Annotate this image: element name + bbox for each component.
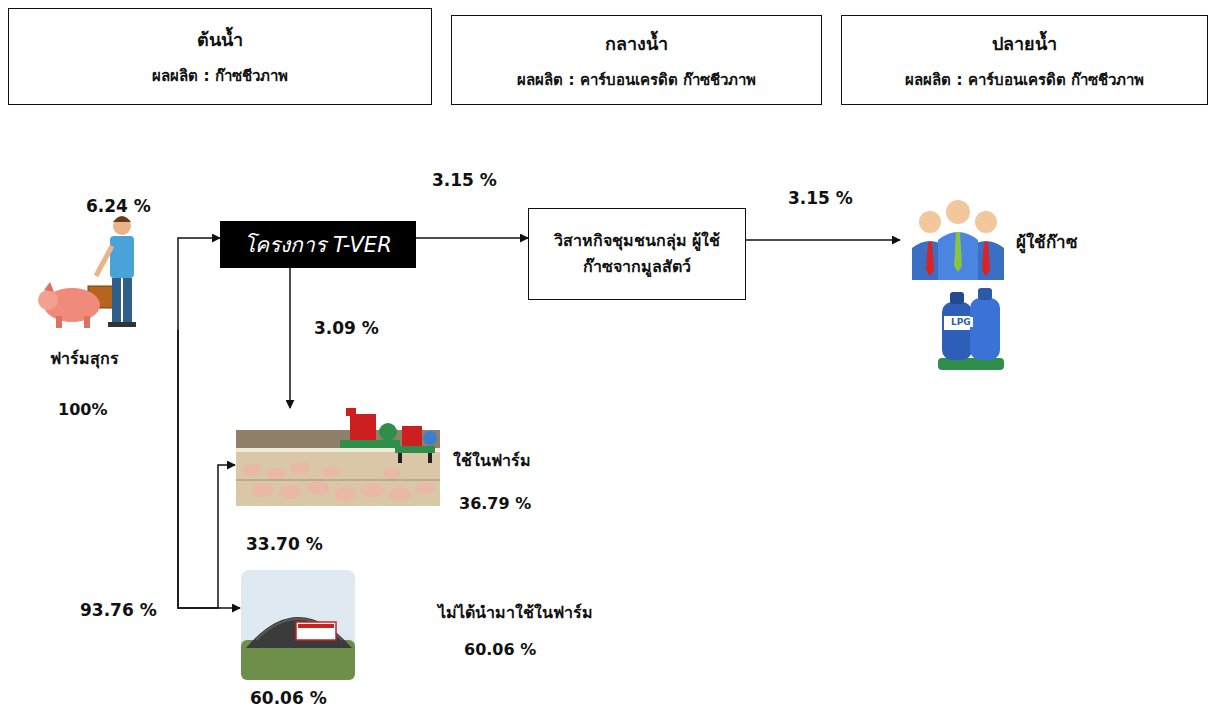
unused-gas-node: ไม่ได้นำมาใช้ในฟาร์ม 60.06 % <box>240 568 640 680</box>
node-text: 36.79 % <box>459 494 531 513</box>
stage-box: กลางน้ำผลผลิต : คาร์บอนเครดิต ก๊าซชีวภาพ <box>451 15 822 105</box>
stage-box: ต้นน้ำผลผลิต : ก๊าซชีวภาพ <box>8 8 432 105</box>
flow-arrow <box>746 239 900 241</box>
flow-percentage: 6.24 % <box>84 196 153 216</box>
flow-percentage: 33.70 % <box>244 534 325 554</box>
lpg-cylinder-icon <box>938 288 1004 370</box>
node-text: ผลผลิต : ก๊าซชีวภาพ <box>152 64 287 88</box>
flow-percentage: 60.06 % <box>248 688 329 708</box>
node-title: ผู้ใช้ก๊าซ <box>1016 228 1078 255</box>
node-text: ผลผลิต : คาร์บอนเครดิต ก๊าซชีวภาพ <box>905 68 1144 92</box>
process-box: วิสาหกิจชุมชนกลุ่ม ผู้ใช้ก๊าซจากมูลสัตว์ <box>528 208 746 300</box>
flow-percentage: 3.15 % <box>430 170 499 190</box>
flow-arrow <box>178 238 220 330</box>
flow-percentage: 3.09 % <box>312 318 381 338</box>
node-title: โครงการ T-VER <box>244 228 391 261</box>
project-box: โครงการ T-VER <box>220 221 416 268</box>
flow-arrow <box>289 268 291 408</box>
pig-farmer-icon <box>38 216 136 328</box>
farm-use-node: ใช้ในฟาร์ม 36.79 % <box>235 408 575 530</box>
node-text: ผลผลิต : คาร์บอนเครดิต ก๊าซชีวภาพ <box>517 68 756 92</box>
node-title: ใช้ในฟาร์ม <box>453 448 531 473</box>
flow-arrow <box>178 330 240 608</box>
pump-engine-icon <box>340 408 437 463</box>
biogas-digester-photo <box>241 570 355 680</box>
node-title: ต้นน้ำ <box>197 25 243 54</box>
node-title: วิสาหกิจชุมชนกลุ่ม ผู้ใช้ก๊าซจากมูลสัตว์ <box>539 228 735 279</box>
gas-users-icon <box>912 200 1004 280</box>
flow-arrow <box>416 237 528 239</box>
flow-arrow <box>178 330 235 608</box>
node-title: ไม่ได้นำมาใช้ในฟาร์ม <box>438 600 593 625</box>
stage-box: ปลายน้ำผลผลิต : คาร์บอนเครดิต ก๊าซชีวภาพ <box>841 15 1208 105</box>
node-text: 100% <box>58 400 107 419</box>
gas-user-node: ผู้ใช้ก๊าซ <box>900 200 1110 285</box>
flow-percentage: 3.15 % <box>786 188 855 208</box>
node-title: ฟาร์มสุกร <box>50 346 119 371</box>
node-text: 60.06 % <box>464 640 536 659</box>
node-title: กลางน้ำ <box>605 29 668 58</box>
node-title: ปลายน้ำ <box>992 29 1057 58</box>
cylinder-label: LPG <box>949 317 973 327</box>
flow-percentage: 93.76 % <box>78 600 159 620</box>
pig-farm-node: ฟาร์มสุกร 100% <box>40 220 178 425</box>
